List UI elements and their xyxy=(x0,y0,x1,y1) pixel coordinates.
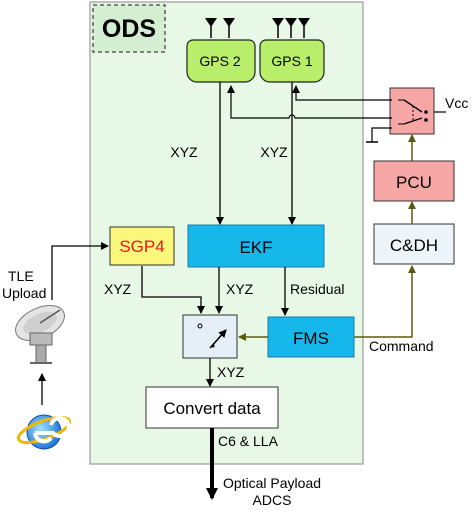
tle-to-sgp4-arrow xyxy=(51,242,109,300)
output-line2: ADCS xyxy=(253,492,292,508)
selector-switch-icon xyxy=(197,323,227,349)
ekf-label: EKF xyxy=(239,238,272,257)
ods-title: ODS xyxy=(102,15,156,43)
gps2-label: GPS 2 xyxy=(199,53,240,69)
command-label: Command xyxy=(369,338,434,354)
gps1-label: GPS 1 xyxy=(271,53,312,69)
gps2-receiver: GPS 2 xyxy=(186,18,256,83)
gps-antenna-icon xyxy=(205,18,235,38)
tle-label: TLE xyxy=(8,268,34,284)
convert-data-block: Convert data xyxy=(145,386,279,429)
power-to-gps2-arrow xyxy=(227,85,392,119)
fms-to-cdh-command-arrow xyxy=(354,265,416,338)
output-line1: Optical Payload xyxy=(223,475,321,491)
satellite-dish-icon xyxy=(15,305,65,364)
convert-label: Convert data xyxy=(163,399,261,418)
upload-label: Upload xyxy=(2,285,46,301)
residual-label: Residual xyxy=(290,281,344,297)
fms-label: FMS xyxy=(293,329,329,348)
pcu-label: PCU xyxy=(396,173,432,192)
cdh-block: C&DH xyxy=(373,223,455,265)
sgp4-to-switch-arrow xyxy=(141,266,205,314)
double-pole-switch-icon xyxy=(398,99,428,125)
fms-block: FMS xyxy=(267,316,355,358)
power-switch xyxy=(389,87,435,135)
cdh-label: C&DH xyxy=(390,236,438,255)
c6-lla-label: C6 & LLA xyxy=(218,433,279,449)
gps-antenna-icon xyxy=(272,18,310,38)
sgp4-xyz-label: XYZ xyxy=(104,281,132,297)
ekf-xyz-label: XYZ xyxy=(226,281,254,297)
gps1-xyz-label: XYZ xyxy=(260,144,288,160)
vcc-label: Vcc xyxy=(445,95,468,111)
gps1-receiver: GPS 1 xyxy=(259,18,325,83)
ground-icon xyxy=(366,127,392,143)
power-to-gps1-arrow xyxy=(292,85,392,101)
switch-xyz-label: XYZ xyxy=(217,364,245,380)
pcu-block: PCU xyxy=(373,160,455,202)
sgp4-label: SGP4 xyxy=(119,237,164,256)
ekf-block: EKF xyxy=(187,224,325,268)
ods-title-box: ODS xyxy=(92,4,166,53)
gps2-xyz-label: XYZ xyxy=(170,144,198,160)
sgp4-block: SGP4 xyxy=(109,226,175,266)
internet-explorer-icon xyxy=(16,414,72,450)
selector-switch xyxy=(182,314,238,359)
